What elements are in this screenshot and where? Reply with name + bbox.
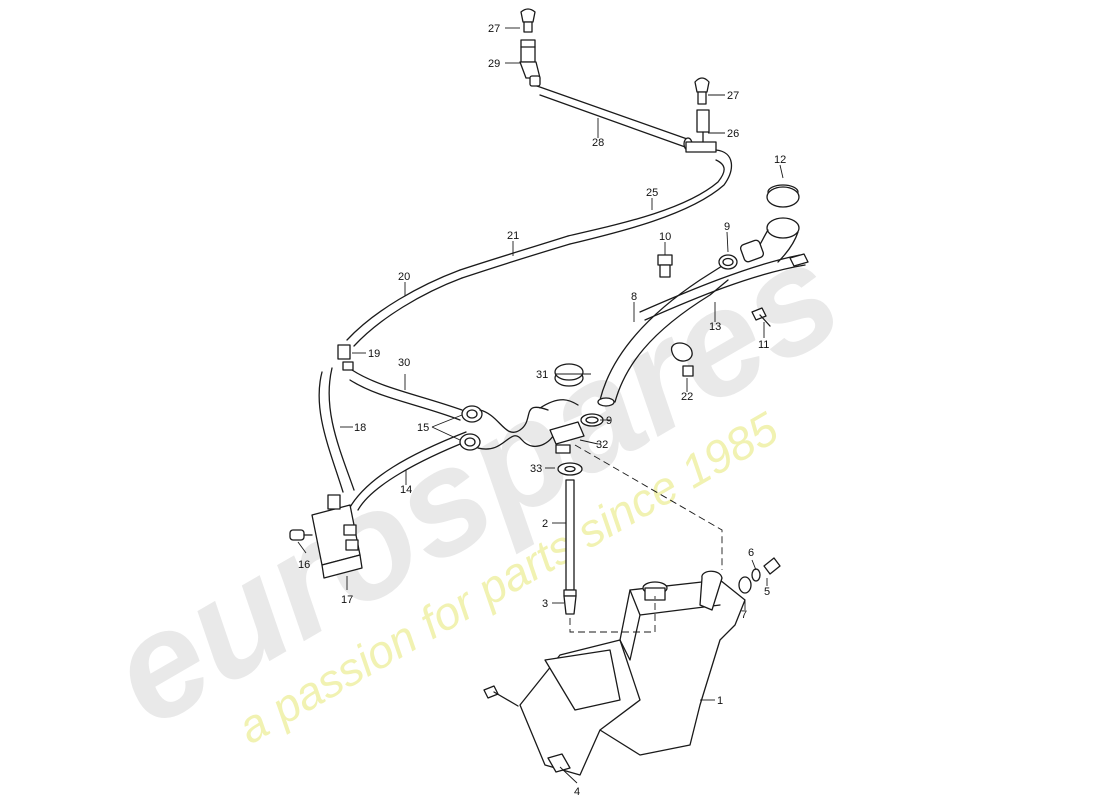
callout-7: 7 <box>741 609 747 621</box>
callout-19: 19 <box>368 348 380 360</box>
callout-22: 22 <box>681 391 693 403</box>
screw-11 <box>751 307 771 327</box>
filler-neck-12 <box>740 184 800 263</box>
callout-9-bottom: 9 <box>606 415 612 427</box>
callout-1: 1 <box>717 695 723 707</box>
left-nozzle-assembly <box>519 8 541 87</box>
clamp-22 <box>670 342 694 377</box>
right-nozzle-assembly <box>685 77 717 153</box>
leader-lines <box>297 27 784 784</box>
hose-25 <box>567 149 732 245</box>
callout-17: 17 <box>341 594 353 606</box>
callout-16: 16 <box>298 559 310 571</box>
callout-2: 2 <box>542 518 548 530</box>
callout-8: 8 <box>631 291 637 303</box>
tube-2 <box>565 479 575 591</box>
pump-32 <box>549 421 585 454</box>
washer-7 <box>738 576 752 594</box>
callout-27-left: 27 <box>488 23 500 35</box>
watermark: eurospares a passion for parts since 198… <box>82 208 866 758</box>
watermark-logo: eurospares <box>82 208 866 758</box>
cap-31 <box>554 363 584 387</box>
callout-21: 21 <box>507 230 519 242</box>
callout-27-right: 27 <box>727 90 739 102</box>
callout-11: 11 <box>758 339 769 351</box>
hose-14 <box>345 431 471 516</box>
callout-labels: 27 29 28 27 26 12 25 21 20 9 10 8 13 11 … <box>298 23 786 798</box>
hose-8 <box>599 265 729 403</box>
callout-14: 14 <box>400 484 412 496</box>
callout-33: 33 <box>530 463 542 475</box>
callout-12: 12 <box>774 154 786 166</box>
holder-10 <box>657 254 673 278</box>
callout-15: 15 <box>417 422 429 434</box>
screw-4 <box>483 685 519 707</box>
connector-16 <box>289 529 313 541</box>
callout-20: 20 <box>398 271 410 283</box>
callout-3: 3 <box>542 598 548 610</box>
assembly-line-pump <box>574 444 723 570</box>
clamp-9-top <box>718 254 738 270</box>
callout-28: 28 <box>592 137 604 149</box>
hose-21 <box>459 235 571 279</box>
callout-30: 30 <box>398 357 410 369</box>
connectors-15 <box>459 405 483 451</box>
screw-5 <box>763 557 781 575</box>
callout-9-top: 9 <box>724 221 730 233</box>
hose-18 <box>318 367 355 493</box>
hose-13 <box>639 254 806 321</box>
wavy-hose <box>477 406 556 450</box>
fitting-3 <box>563 589 577 615</box>
callout-32: 32 <box>596 439 608 451</box>
callout-6: 6 <box>748 547 754 559</box>
hose-30 <box>349 369 463 421</box>
callout-29: 29 <box>488 58 500 70</box>
assembly-line-tube <box>569 596 656 633</box>
callout-25: 25 <box>646 187 658 199</box>
callout-10: 10 <box>659 231 671 243</box>
reservoir-1 <box>519 570 746 776</box>
callout-13: 13 <box>709 321 721 333</box>
pump-17 <box>311 494 363 579</box>
callout-5: 5 <box>764 586 770 598</box>
hose-20 <box>346 269 463 347</box>
clamp-9-bottom <box>580 413 604 427</box>
callout-26: 26 <box>727 128 739 140</box>
hose-28 <box>536 85 691 149</box>
callout-4: 4 <box>574 786 580 798</box>
callout-31: 31 <box>536 369 548 381</box>
connector-19 <box>337 344 354 371</box>
callout-18: 18 <box>354 422 366 434</box>
washer-6 <box>751 568 761 582</box>
